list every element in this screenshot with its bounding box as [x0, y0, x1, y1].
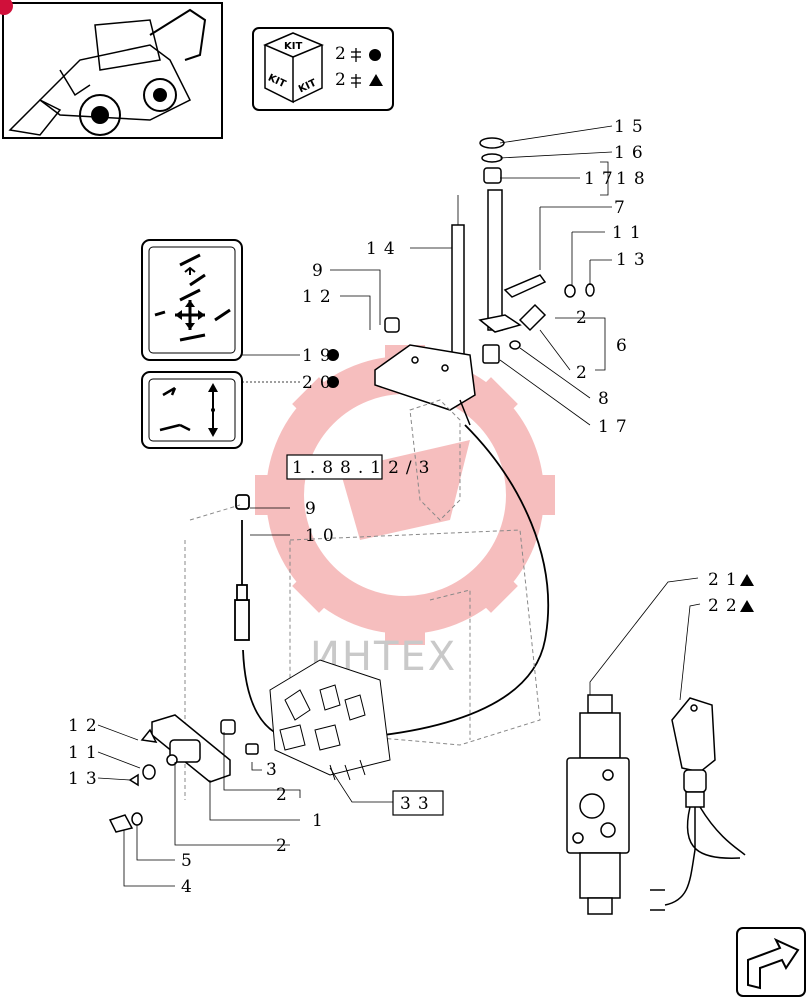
next-page-arrow-icon[interactable]	[736, 927, 806, 997]
triangle-marker-icon	[369, 74, 383, 86]
callout-17b: 17	[598, 417, 634, 437]
callout-1: 1	[312, 811, 330, 831]
callout-9a: 9	[312, 261, 330, 281]
callout-11b: 11	[68, 743, 104, 763]
callout-12b: 12	[68, 716, 104, 736]
circle-marker-icon	[327, 349, 339, 361]
machine-outline-dashed	[184, 399, 541, 800]
triangle-marker-icon	[740, 600, 754, 612]
reference-text-main: 1.88.12/3	[292, 458, 436, 478]
callout-3: 3	[266, 760, 284, 780]
callout-15: 15	[614, 117, 650, 137]
callout-17a: 17	[584, 169, 620, 189]
control-pattern-decal-19	[141, 239, 243, 361]
circle-marker-icon	[327, 376, 339, 388]
callout-2b: 2	[576, 363, 594, 383]
callout-14: 14	[366, 239, 402, 259]
watermark-logo	[255, 345, 555, 645]
reference-box-lower	[392, 790, 444, 816]
callout-2d: 2	[276, 836, 294, 856]
callout-8: 8	[598, 389, 616, 409]
callout-13a: 13	[616, 250, 652, 270]
callout-9b: 9	[305, 499, 323, 519]
fuse-symbol-icon	[351, 48, 361, 62]
bracket-assembly	[108, 714, 259, 833]
callout-13b: 13	[68, 769, 104, 789]
triangle-marker-icon	[740, 574, 754, 586]
callout-19: 19	[302, 346, 338, 366]
callout-2a: 2	[576, 308, 594, 328]
callout-21: 21	[708, 570, 744, 590]
circle-marker-icon	[369, 49, 381, 61]
callout-22: 22	[708, 596, 744, 616]
fuse-symbol-icon	[351, 74, 361, 88]
callout-10: 10	[305, 526, 341, 546]
callout-6: 6	[616, 336, 634, 356]
lever-assembly	[374, 137, 595, 426]
reference-text-lower: 33	[400, 794, 436, 814]
callout-18: 18	[616, 169, 652, 189]
kit-line-1: 2	[335, 44, 353, 64]
callout-16: 16	[614, 143, 650, 163]
machine-thumbnail	[0, 0, 223, 139]
kit-box: KIT KIT KIT 2 2	[252, 27, 394, 111]
callout-5: 5	[181, 851, 199, 871]
joystick	[650, 697, 746, 911]
callout-2c: 2	[276, 785, 294, 805]
callout-12a: 12	[302, 287, 338, 307]
callout-20: 20	[302, 373, 338, 393]
reference-box-main	[286, 454, 383, 480]
kit-line-2: 2	[335, 70, 353, 90]
kit-tag-top: KIT	[284, 41, 302, 52]
callout-11a: 11	[612, 223, 648, 243]
callout-7: 7	[614, 198, 632, 218]
callout-leaders	[97, 125, 701, 887]
control-cable	[234, 424, 550, 741]
control-pattern-decal-20	[141, 371, 243, 449]
callout-labels: 15 16 17 18 7 11 13 14 9 12 2 6 2 19 20 …	[68, 117, 754, 897]
callout-4: 4	[181, 877, 199, 897]
spool-valve	[566, 694, 630, 915]
valve-block	[269, 659, 391, 781]
